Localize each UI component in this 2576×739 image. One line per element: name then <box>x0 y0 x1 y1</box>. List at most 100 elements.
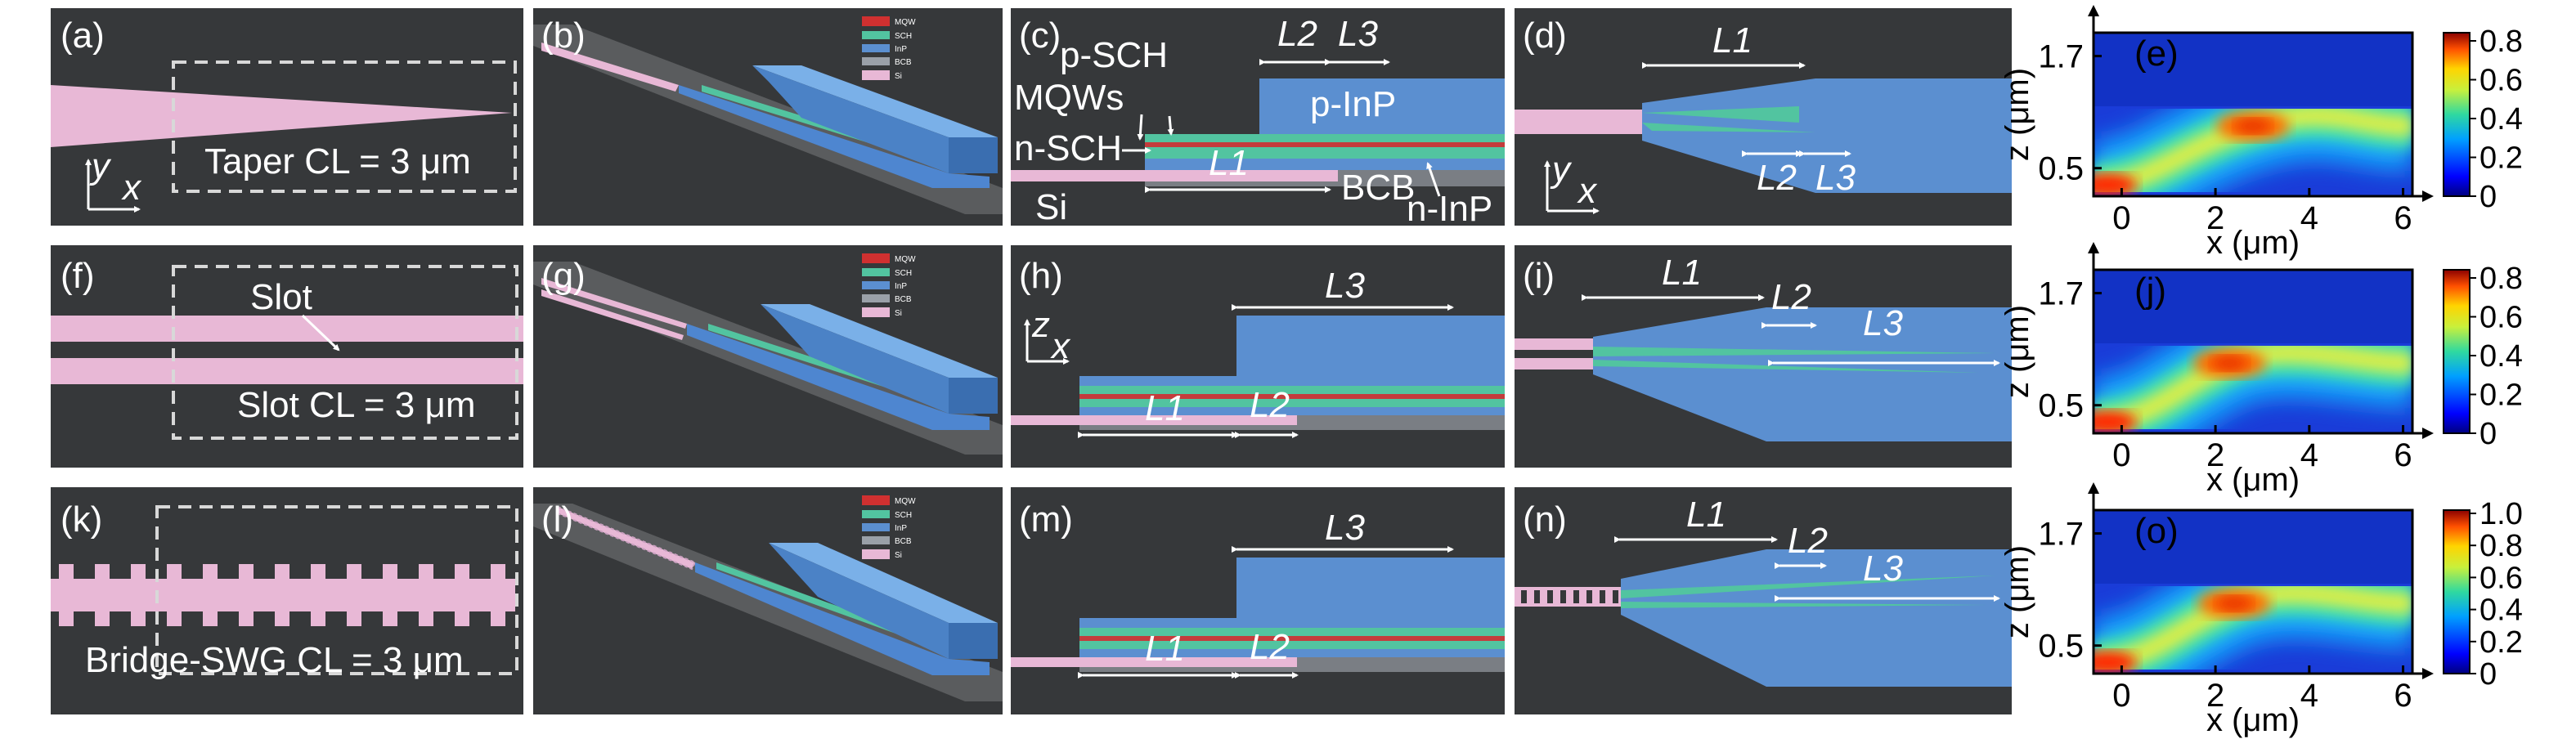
swg-gap <box>1560 590 1566 603</box>
n-inp-base <box>695 562 990 675</box>
label-si: Si <box>1035 187 1067 227</box>
legend-sch: SCH <box>895 511 912 520</box>
label-p-inp: p-InP <box>1310 84 1396 124</box>
colorbar-tick-label: 0.2 <box>2480 625 2523 660</box>
sch-tip-1 <box>1642 106 1799 123</box>
axis-y-label: y <box>89 146 112 186</box>
panel-tag: (g) <box>541 256 586 296</box>
n-inp-layer <box>1079 407 1505 415</box>
si-waveguide <box>1011 170 1338 181</box>
sch-tip-2 <box>1642 123 1815 132</box>
panel-tag: (e) <box>2134 34 2179 74</box>
x-tick-label: 0 <box>2112 200 2130 236</box>
p-inp-ridge-front <box>949 623 998 659</box>
p-inp-ridge-side <box>761 304 949 414</box>
panel-tag: (m) <box>1019 499 1073 540</box>
colorbar-tick-label: 0.6 <box>2480 301 2523 335</box>
panel-b-3d-device: MQW SCH InP BCB Si (b) <box>533 8 1003 226</box>
x-tick-label: 2 <box>2206 200 2224 236</box>
field-peak-core <box>2216 596 2253 611</box>
panel-background <box>51 245 523 468</box>
p-inp-ridge-side <box>752 65 949 173</box>
label-l3: L3 <box>1338 14 1378 54</box>
panel-d-top-view: (d) L1 L2 L3 y x <box>1515 8 2012 226</box>
n-inp-layer <box>1145 159 1505 170</box>
si-input-waveguide <box>541 43 679 92</box>
panel-h-side-view: (h) L3 L1 L2 z x <box>1011 245 1505 468</box>
p-sch-layer <box>1145 134 1505 142</box>
row-2: (f) Slot Slot CL = 3 μm MQW SCH I <box>51 245 2012 468</box>
si-rail-2 <box>541 289 684 340</box>
swg-tooth <box>239 564 254 626</box>
colorbar-tick-label: 0 <box>2480 657 2497 692</box>
sch-tip-2 <box>1593 360 1979 373</box>
sch-layer-top <box>1079 628 1505 636</box>
inp-taper-body <box>1593 307 2012 441</box>
axis-indicator: z x <box>1024 305 1071 366</box>
p-inp-block <box>1259 78 1505 137</box>
panel-tag: (k) <box>61 499 102 540</box>
swg-tooth <box>167 564 182 626</box>
swg-tooth <box>275 564 289 626</box>
x-tick-label: 6 <box>2394 200 2412 236</box>
layer-stack-legend: MQW SCH InP BCB Si <box>862 253 916 318</box>
si-input <box>1515 110 1642 134</box>
label-l1: L1 <box>1662 253 1702 293</box>
label-l3: L3 <box>1815 158 1856 198</box>
label-mqws: MQWs <box>1014 78 1124 118</box>
legend-bcb: BCB <box>895 537 912 546</box>
y-tick-label: 0.5 <box>2038 151 2084 187</box>
panel-tag: (o) <box>2134 511 2179 551</box>
colorbar <box>2443 32 2471 197</box>
field-input-spot <box>2094 410 2138 433</box>
swg-tooth <box>347 564 361 626</box>
y-tick-label: 1.7 <box>2038 517 2084 553</box>
axis-y-label: y <box>1550 150 1573 190</box>
axis-x-label: x <box>121 168 142 208</box>
panel-tag: (d) <box>1523 16 1567 56</box>
label-n-sch: n-SCH <box>1014 128 1122 168</box>
row-1: (a) Taper CL = 3 μm y x <box>51 8 2012 229</box>
p-inp-block <box>1236 558 1505 618</box>
swg-gap <box>1547 590 1553 603</box>
colorbar-tick-label: 0.8 <box>2480 262 2523 296</box>
colorbar-tick-label: 0 <box>2480 417 2497 451</box>
legend-mqw: MQW <box>895 18 916 27</box>
field-peak-core <box>2211 356 2248 371</box>
caption-slot-cl: Slot CL = 3 μm <box>237 385 476 425</box>
mqw-layer <box>1079 394 1505 399</box>
mqw-layer <box>1079 636 1505 641</box>
x-axis-label: x (μm) <box>2206 462 2300 498</box>
colorbar-tick-label: 0.2 <box>2480 378 2523 413</box>
swg-tooth <box>419 564 433 626</box>
legend-inp: InP <box>895 524 907 533</box>
colorbar-tick-label: 0.4 <box>2480 339 2523 374</box>
panel-tag: (f) <box>61 256 95 296</box>
panel-l-3d-device: MQW SCH InP BCB Si (l) <box>533 487 1003 714</box>
swg-top-gaps <box>1521 590 1618 603</box>
inp-taper-body <box>1621 549 2012 687</box>
p-inp-ridge-front <box>949 378 998 414</box>
x-tick-label: 6 <box>2394 678 2412 714</box>
swg-tooth <box>203 564 218 626</box>
colorbar <box>2443 269 2471 434</box>
sch-tip-2 <box>1621 602 1987 608</box>
panel-tag: (a) <box>61 16 105 56</box>
swg-gap <box>1534 590 1540 603</box>
swg-tooth <box>95 564 110 626</box>
panel-m-side-view: (m) L3 L1 L2 <box>1011 487 1505 714</box>
legend-inp: InP <box>895 282 907 291</box>
swg-tooth <box>311 564 325 626</box>
sch-tip-1 <box>1621 576 1995 598</box>
label-l2: L2 <box>1250 385 1290 425</box>
panel-i-top-view: (i) L1 L2 L3 <box>1515 245 2012 468</box>
swg-tooth <box>59 564 74 626</box>
p-inp-ridge-top <box>761 304 998 378</box>
legend-si: Si <box>895 309 902 318</box>
y-tick-label: 0.5 <box>2038 629 2084 665</box>
legend-inp: InP <box>895 45 907 54</box>
p-inp-shoulder <box>1079 618 1505 628</box>
